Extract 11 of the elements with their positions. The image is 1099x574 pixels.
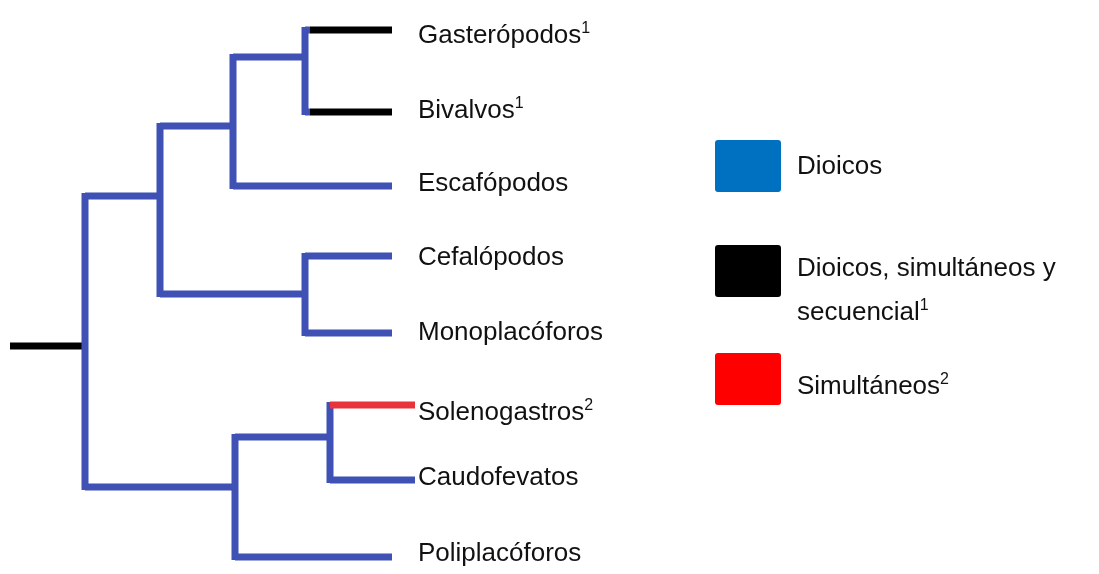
- taxon-label: Monoplacóforos: [418, 316, 603, 346]
- taxon-label: Caudofevatos: [418, 461, 579, 491]
- taxon-label: Cefalópodos: [418, 241, 564, 271]
- legend-label: Dioicos, simultáneos y secuencial$^{1}$: [797, 251, 1057, 328]
- legend-label: Dioicos: [797, 149, 884, 182]
- taxon-label: Solenogastros$^{2}$: [418, 394, 594, 426]
- legend-label: Simultáneos$^{2}$: [797, 368, 950, 402]
- taxon-label: Poliplacóforos: [418, 537, 582, 567]
- taxon-label: Escafópodos: [418, 167, 569, 197]
- taxon-label: Bivalvos$^{1}$: [418, 92, 524, 124]
- taxon-label: Gasterópodos$^{1}$: [418, 17, 591, 49]
